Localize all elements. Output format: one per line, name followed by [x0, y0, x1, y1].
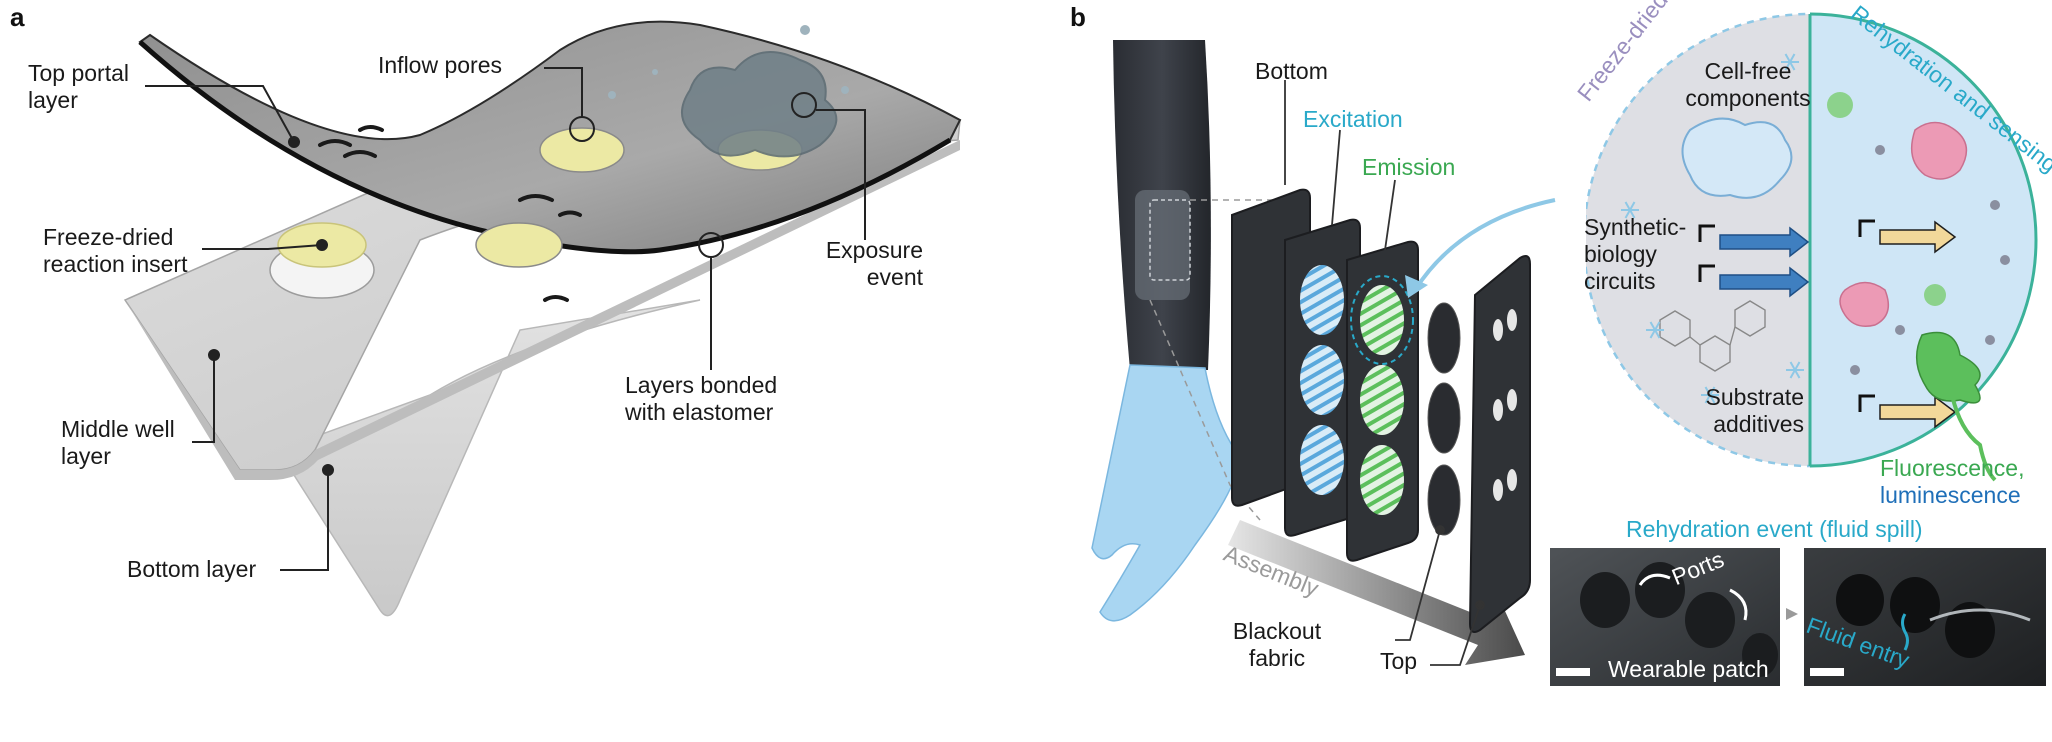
panel-label-b: b [1070, 2, 1086, 32]
panel-a-leader-lines [145, 67, 866, 571]
photo-fluid-entry [1804, 548, 2046, 686]
assembly-arrow [1228, 520, 1525, 665]
label-fluorescence: Fluorescence, [1880, 455, 2025, 481]
top-layer-ports [1493, 309, 1517, 501]
label-excitation: Excitation [1303, 106, 1403, 132]
label-bottom-layer: Bottom layer [127, 556, 257, 582]
fluid-splash [608, 25, 849, 158]
glove-hand [1091, 364, 1239, 622]
label-wearable-patch: Wearable patch [1608, 656, 1769, 682]
photo-wearable-patch [1550, 548, 1780, 686]
mechanism-circle [1586, 12, 2038, 482]
label-luminescence: luminescence [1880, 482, 2021, 508]
label-rehydration-event: Rehydration event (fluid spill) [1626, 516, 1923, 542]
panel-label-a: a [10, 2, 25, 32]
panel-b-illustration [1091, 12, 2046, 686]
label-bottom: Bottom [1255, 58, 1328, 84]
snowflake-icons [1621, 53, 1804, 404]
scale-bar [1810, 668, 1844, 676]
label-emission: Emission [1362, 154, 1456, 180]
blackout-fabric-discs [1427, 302, 1461, 536]
panel-b-leader-lines [1284, 80, 1485, 666]
scale-bar [1556, 668, 1590, 676]
label-inflow-pores: Inflow pores [378, 52, 503, 78]
label-top: Top [1380, 648, 1418, 674]
zoom-arrow [1413, 198, 1556, 292]
panel-a-illustration [123, 20, 962, 617]
bottom-layer-sheet [276, 299, 701, 617]
sleeve-patch [1135, 190, 1190, 300]
top-layer-thick-edge [138, 40, 952, 255]
top-patch-layer [1468, 255, 1531, 633]
